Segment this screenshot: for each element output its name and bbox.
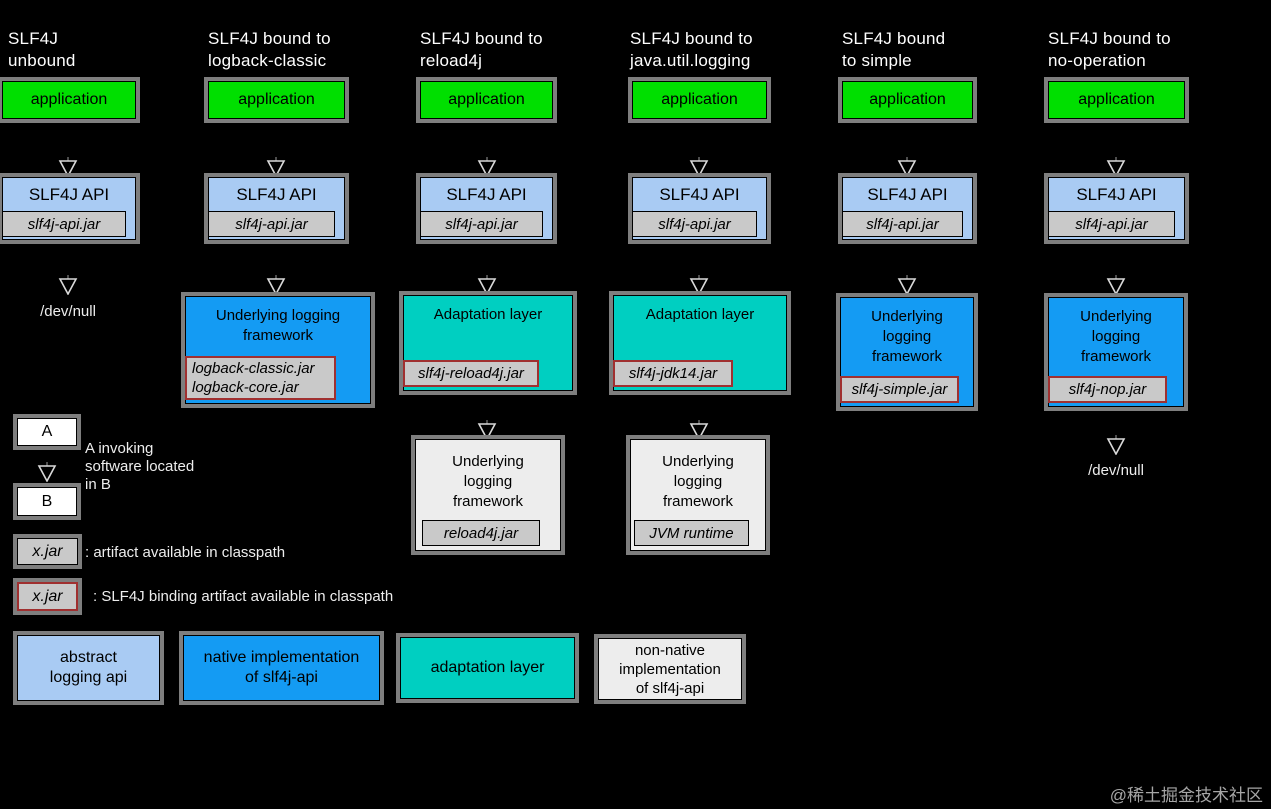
- column-title-jul: SLF4J bound to java.util.logging: [630, 29, 753, 70]
- down-arrow-icon: [1105, 435, 1127, 456]
- adaptation-layer-label: Adaptation layer: [433, 306, 543, 323]
- binding-jar-label: slf4j-nop.jar: [1048, 376, 1167, 403]
- slf4j-api-box: SLF4J API slf4j-api.jar: [632, 177, 767, 240]
- dev-null-label: /dev/null: [1088, 462, 1144, 479]
- slf4j-api-box: SLF4J API slf4j-api.jar: [2, 177, 136, 240]
- column-title-unbound: SLF4J unbound: [8, 29, 76, 70]
- application-label: application: [869, 91, 946, 108]
- application-box: application: [420, 81, 553, 119]
- framework-jar-label: JVM runtime: [634, 520, 749, 546]
- legend-artifact-note: : artifact available in classpath: [85, 544, 286, 561]
- legend-binding-xjar-label: x.jar: [32, 587, 63, 605]
- adaptation-layer-box: Adaptation layer slf4j-jdk14.jar: [613, 295, 787, 391]
- application-box: application: [2, 81, 136, 119]
- slf4j-api-box: SLF4J API slf4j-api.jar: [420, 177, 553, 240]
- application-box: application: [632, 81, 767, 119]
- down-arrow-icon: [265, 157, 287, 178]
- slf4j-api-jar-label: slf4j-api.jar: [632, 211, 757, 237]
- legend-type-nonnative: non-native implementation of slf4j-api: [598, 638, 742, 700]
- slf4j-api-jar-label: slf4j-api.jar: [420, 211, 543, 237]
- down-arrow-icon: [1105, 157, 1127, 178]
- legend-type-abstract: abstract logging api: [17, 635, 160, 701]
- column-title-logback: SLF4J bound to logback-classic: [208, 29, 331, 70]
- binding-jar-label: slf4j-reload4j.jar: [403, 360, 539, 387]
- down-arrow-icon: [896, 157, 918, 178]
- underlying-framework-label: Underlying logging framework: [662, 453, 734, 510]
- dev-null-label: /dev/null: [40, 303, 96, 320]
- legend-type-native-label: native implementation of slf4j-api: [203, 649, 360, 686]
- binding-jar-label: logback-classic.jar logback-core.jar: [185, 356, 336, 400]
- binding-jar-label: slf4j-simple.jar: [840, 376, 959, 403]
- legend-type-adaptation: adaptation layer: [400, 637, 575, 699]
- legend-box-b: B: [17, 487, 77, 516]
- application-box: application: [208, 81, 345, 119]
- down-arrow-icon: [896, 275, 918, 296]
- application-box: application: [1048, 81, 1185, 119]
- application-label: application: [448, 91, 525, 108]
- down-arrow-icon: [265, 275, 287, 296]
- slf4j-api-box: SLF4J API slf4j-api.jar: [1048, 177, 1185, 240]
- legend-xjar-label: x.jar: [32, 542, 63, 560]
- adaptation-layer-label: Adaptation layer: [645, 306, 755, 323]
- column-title-simple: SLF4J bound to simple: [842, 29, 946, 70]
- binding-jar-label: slf4j-jdk14.jar: [613, 360, 733, 387]
- down-arrow-icon: [57, 157, 79, 178]
- slf4j-api-label: SLF4J API: [28, 185, 110, 204]
- down-arrow-icon: [1105, 275, 1127, 296]
- underlying-framework-box: Underlying logging framework slf4j-nop.j…: [1048, 297, 1184, 407]
- down-arrow-icon: [688, 275, 710, 296]
- underlying-framework-box: Underlying logging framework JVM runtime: [630, 439, 766, 551]
- underlying-framework-label: Underlying logging framework: [452, 453, 524, 510]
- underlying-framework-box: Underlying logging framework reload4j.ja…: [415, 439, 561, 551]
- slf4j-api-label: SLF4J API: [867, 185, 948, 204]
- legend-type-native: native implementation of slf4j-api: [183, 635, 380, 701]
- down-arrow-icon: [688, 157, 710, 178]
- legend-type-abstract-label: abstract logging api: [49, 649, 128, 686]
- legend-type-adaptation-label: adaptation layer: [430, 659, 545, 676]
- underlying-framework-label: Underlying logging framework: [1080, 308, 1152, 365]
- underlying-framework-box: Underlying logging framework logback-cla…: [185, 296, 371, 404]
- slf4j-api-label: SLF4J API: [446, 185, 527, 204]
- down-arrow-icon: [476, 275, 498, 296]
- column-title-nop: SLF4J bound to no-operation: [1048, 29, 1171, 70]
- slf4j-api-label: SLF4J API: [236, 185, 317, 204]
- underlying-framework-label: Underlying logging framework: [215, 307, 341, 344]
- slf4j-api-jar-label: slf4j-api.jar: [842, 211, 963, 237]
- slf4j-api-box: SLF4J API slf4j-api.jar: [842, 177, 973, 240]
- legend-type-nonnative-label: non-native implementation of slf4j-api: [619, 641, 721, 697]
- adaptation-layer-box: Adaptation layer slf4j-reload4j.jar: [403, 295, 573, 391]
- down-arrow-icon: [476, 420, 498, 441]
- legend-box-a-label: A: [41, 423, 53, 440]
- underlying-framework-label: Underlying logging framework: [871, 308, 943, 365]
- legend-binding-xjar-box: x.jar: [17, 582, 78, 611]
- column-title-reload4j: SLF4J bound to reload4j: [420, 29, 543, 70]
- legend-invoking-note: A invoking software located in B: [85, 440, 195, 493]
- down-arrow-icon: [476, 157, 498, 178]
- application-label: application: [30, 91, 108, 108]
- slf4j-api-jar-label: slf4j-api.jar: [1048, 211, 1175, 237]
- slf4j-api-box: SLF4J API slf4j-api.jar: [208, 177, 345, 240]
- application-label: application: [238, 91, 315, 108]
- down-arrow-icon: [36, 462, 58, 483]
- slf4j-api-jar-label: slf4j-api.jar: [208, 211, 335, 237]
- application-label: application: [1078, 91, 1155, 108]
- down-arrow-icon: [57, 275, 79, 296]
- application-label: application: [661, 91, 738, 108]
- legend-binding-note: : SLF4J binding artifact available in cl…: [93, 588, 394, 605]
- application-box: application: [842, 81, 973, 119]
- legend-xjar-box: x.jar: [17, 538, 78, 565]
- framework-jar-label: reload4j.jar: [422, 520, 540, 546]
- slf4j-api-label: SLF4J API: [1076, 185, 1157, 204]
- down-arrow-icon: [688, 420, 710, 441]
- legend-box-b-label: B: [41, 492, 53, 510]
- legend-box-a: A: [17, 418, 77, 446]
- watermark: @稀土掘金技术社区: [1109, 786, 1263, 805]
- slf4j-api-jar-label: slf4j-api.jar: [2, 211, 126, 237]
- slf4j-api-label: SLF4J API: [659, 185, 740, 204]
- underlying-framework-box: Underlying logging framework slf4j-simpl…: [840, 297, 974, 407]
